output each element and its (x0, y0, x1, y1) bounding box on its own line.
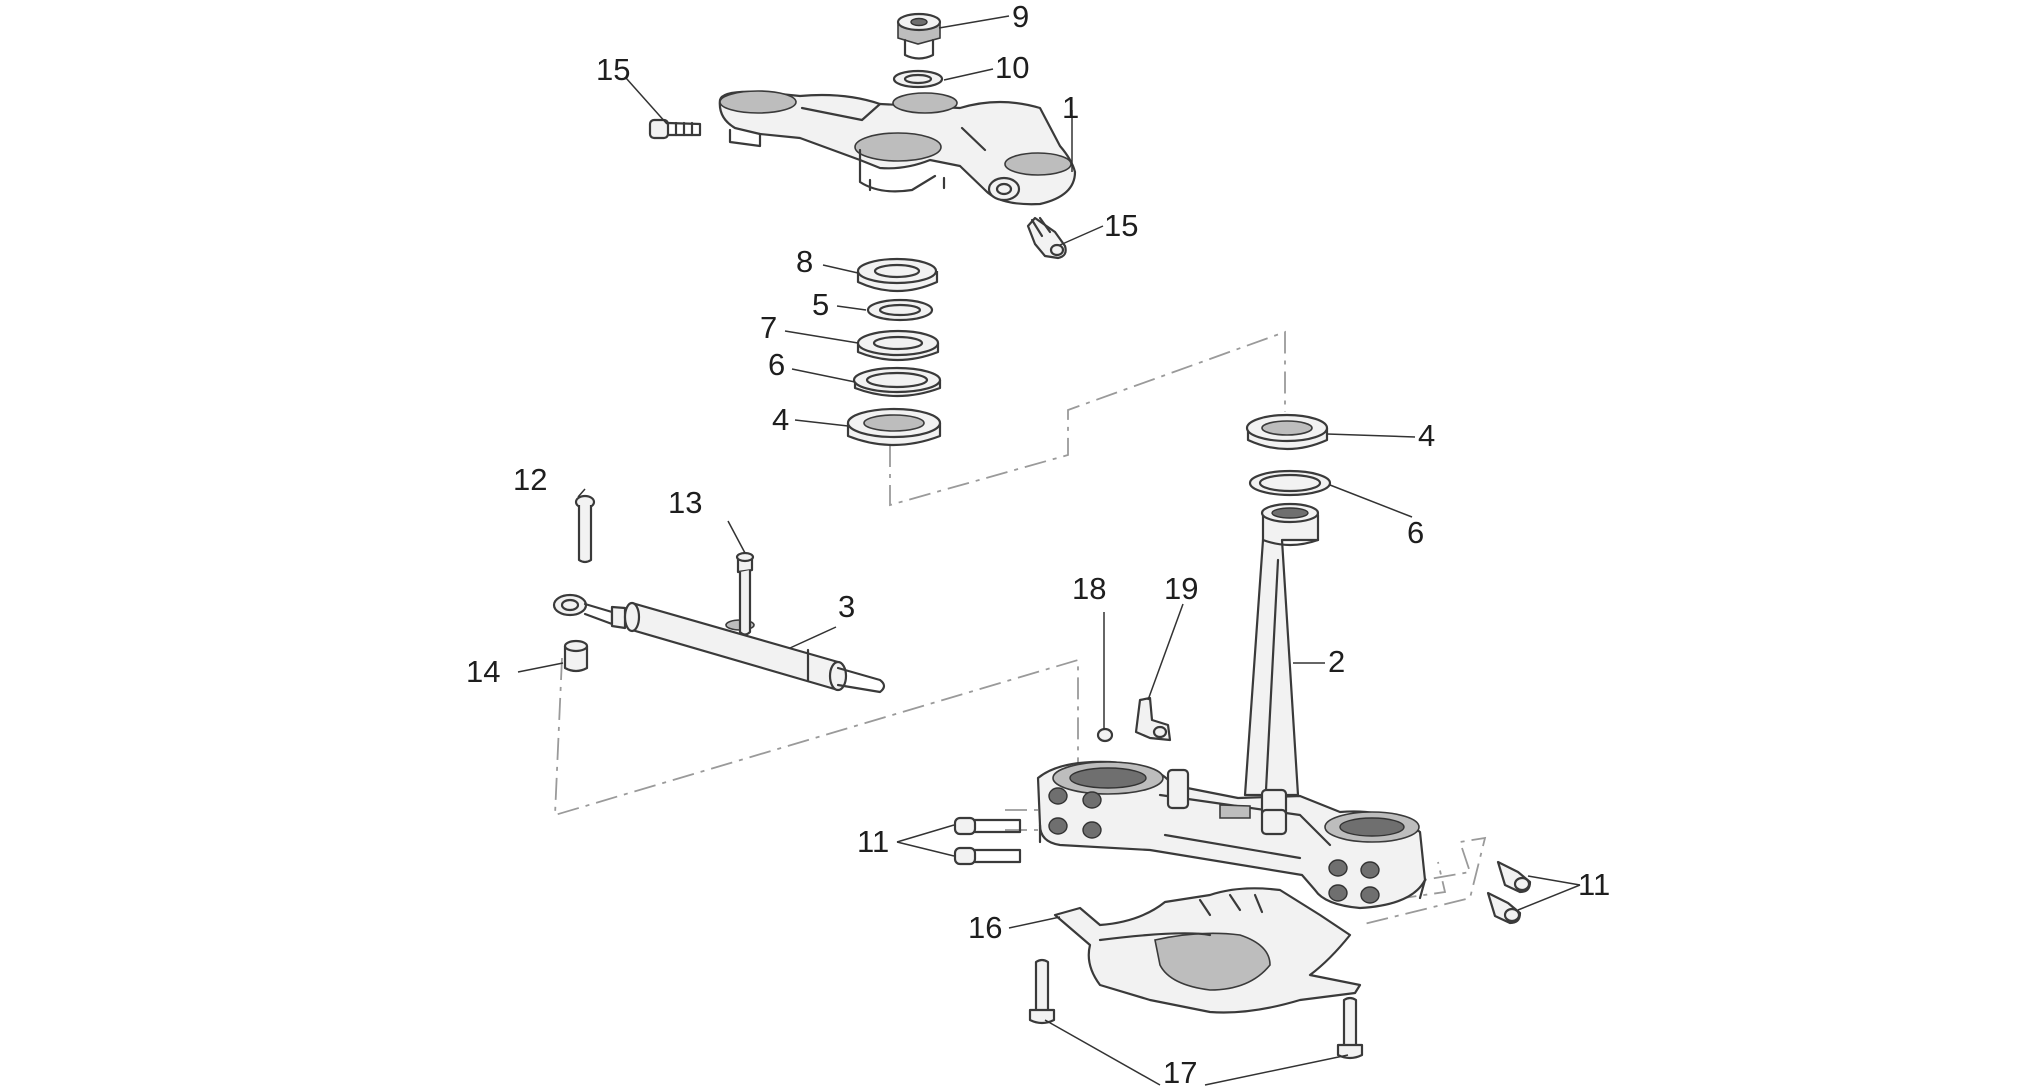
part-19-bracket (1134, 696, 1172, 742)
callout-15-lower: 15 (1104, 208, 1138, 243)
part-11-bolt-left-lower (953, 846, 1022, 866)
part-2-lower-triple-clamp (1036, 502, 1427, 910)
callout-11-left: 11 (857, 824, 889, 859)
callout-7: 7 (760, 310, 777, 345)
part-11-bolt-right-lower (1486, 891, 1522, 925)
callout-15-upper: 15 (596, 52, 630, 87)
part-15-bolt-lower-right (1026, 216, 1067, 260)
part-11-bolt-right-upper (1496, 860, 1532, 894)
part-1-upper-triple-clamp (718, 90, 1077, 206)
part-6-bearing-ring-lower (1248, 469, 1332, 497)
callout-14: 14 (466, 654, 500, 689)
part-16-cover-plate (1053, 887, 1362, 1014)
part-14-spacer (563, 639, 589, 673)
part-3-steering-damper (552, 593, 886, 694)
callout-labels: 9 10 1 15 15 8 5 7 6 4 4 6 2 3 12 13 14 … (466, 0, 1610, 1087)
callout-19: 19 (1164, 571, 1198, 606)
part-9-steering-nut (896, 12, 942, 60)
callout-18: 18 (1072, 571, 1106, 606)
callout-6-upper: 6 (768, 347, 785, 382)
callout-17: 17 (1163, 1055, 1197, 1087)
callout-6-lower: 6 (1407, 515, 1424, 550)
callout-8: 8 (796, 244, 813, 279)
callout-4-upper: 4 (772, 402, 789, 437)
part-4-bearing-upper (846, 407, 942, 447)
callout-16: 16 (968, 910, 1002, 945)
callout-12: 12 (513, 462, 547, 497)
part-11-bolt-left-upper (953, 816, 1022, 836)
part-17-bolt-right (1336, 996, 1364, 1060)
callout-9: 9 (1012, 0, 1029, 34)
callout-10: 10 (995, 50, 1029, 85)
callout-3: 3 (838, 589, 855, 624)
part-13-bolt (735, 551, 755, 636)
callout-13: 13 (668, 485, 702, 520)
part-15-bolt-upper-left (648, 118, 702, 140)
part-17-bolt-left (1028, 958, 1056, 1025)
part-18-nut (1096, 727, 1114, 743)
leader-lines (517, 15, 1581, 1086)
callout-4-lower: 4 (1418, 418, 1435, 453)
callout-5: 5 (812, 287, 829, 322)
part-12-pin (574, 494, 596, 564)
callout-11-right: 11 (1578, 867, 1610, 902)
part-4-bearing-lower (1245, 413, 1329, 451)
part-7-bearing-race (856, 329, 940, 362)
callout-2: 2 (1328, 644, 1345, 679)
part-5-ring (866, 298, 934, 322)
part-8-dust-seal (856, 257, 939, 293)
callout-1: 1 (1062, 90, 1079, 125)
part-10-washer (892, 69, 944, 89)
part-6-bearing-ring-upper (852, 366, 942, 398)
